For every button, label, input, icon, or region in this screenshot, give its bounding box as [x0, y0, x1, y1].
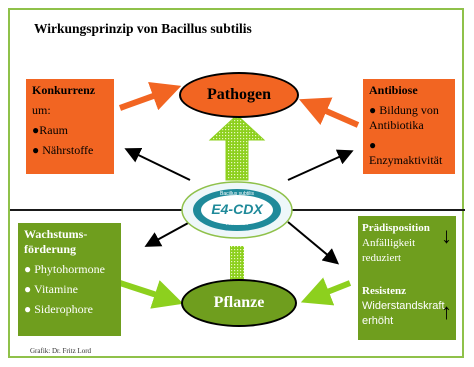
- wachstum-item-siderophore: ● Siderophore: [24, 302, 93, 316]
- wachstum-item-vitamine: ● Vitamine: [24, 282, 78, 296]
- antibiose-heading: Antibiose: [369, 83, 418, 97]
- down-arrow-icon: ↓: [441, 223, 452, 248]
- antibiose-item-antibiotika: ● Bildung von Antibiotika: [369, 103, 439, 132]
- credit-text: Grafik: Dr. Fritz Lord: [30, 347, 92, 355]
- praedisposition-resistenz-box: Prädisposition Anfälligkeit reduziert ↓ …: [358, 216, 456, 340]
- black-arrow-praedisposition: [287, 221, 340, 265]
- antibiose-box: Antibiose ● Bildung von Antibiotika ● En…: [363, 79, 455, 174]
- black-arrow-wachstum: [144, 221, 191, 247]
- green-arrow-resistenz: [300, 277, 352, 306]
- wachstum-heading-2: förderung: [24, 242, 76, 256]
- divider-left: [10, 209, 185, 211]
- product-logo: Bacillus subtilis E4-CDX Protection: [180, 180, 294, 240]
- wachstum-item-phytohormone: ● Phytohormone: [24, 262, 105, 276]
- konkurrenz-box: Konkurrenz um: ●Raum ● Nährstoffe: [26, 79, 114, 174]
- wachstum-heading-1: Wachstums-: [24, 227, 88, 241]
- orange-arrow-konkurrenz: [118, 81, 182, 111]
- konkurrenz-sub: um:: [32, 103, 51, 117]
- konkurrenz-heading: Konkurrenz: [32, 83, 96, 97]
- konkurrenz-item-raum: ●Raum: [32, 123, 68, 137]
- green-up-arrow-top: [208, 114, 266, 181]
- pathogen-label: Pathogen: [207, 86, 271, 103]
- orange-arrow-antibiose: [299, 97, 360, 128]
- green-arrow-wachstum: [119, 280, 184, 309]
- divider-right: [290, 209, 465, 211]
- antibiose-item-enzym: ● Enzymaktivität: [369, 138, 443, 167]
- praedisposition-heading: Prädisposition: [362, 222, 430, 234]
- logo-bottom-text: Protection: [225, 221, 249, 227]
- green-bar-bottom: [230, 246, 244, 280]
- konkurrenz-item-naehrstoffe: ● Nährstoffe: [32, 143, 94, 157]
- logo-emblem-icon: [181, 181, 293, 239]
- black-arrow-antibiose: [287, 149, 354, 181]
- logo-main-text: E4-CDX: [211, 201, 263, 217]
- up-arrow-icon: ↑: [441, 299, 452, 324]
- slide-title: Wirkungsprinzip von Bacillus subtilis: [34, 21, 252, 36]
- black-arrow-konkurrenz: [124, 148, 191, 181]
- pflanze-label: Pflanze: [213, 294, 265, 311]
- resistenz-text: Widerstandskraft erhöht: [362, 300, 445, 327]
- pathogen-ellipse: Pathogen: [179, 72, 299, 118]
- resistenz-heading: Resistenz: [362, 285, 406, 297]
- wachstum-box: Wachstums- förderung ● Phytohormone ● Vi…: [18, 223, 121, 336]
- logo-top-text: Bacillus subtilis: [220, 191, 254, 197]
- pflanze-ellipse: Pflanze: [181, 279, 297, 327]
- praedisposition-text: Anfälligkeit reduziert: [362, 237, 416, 264]
